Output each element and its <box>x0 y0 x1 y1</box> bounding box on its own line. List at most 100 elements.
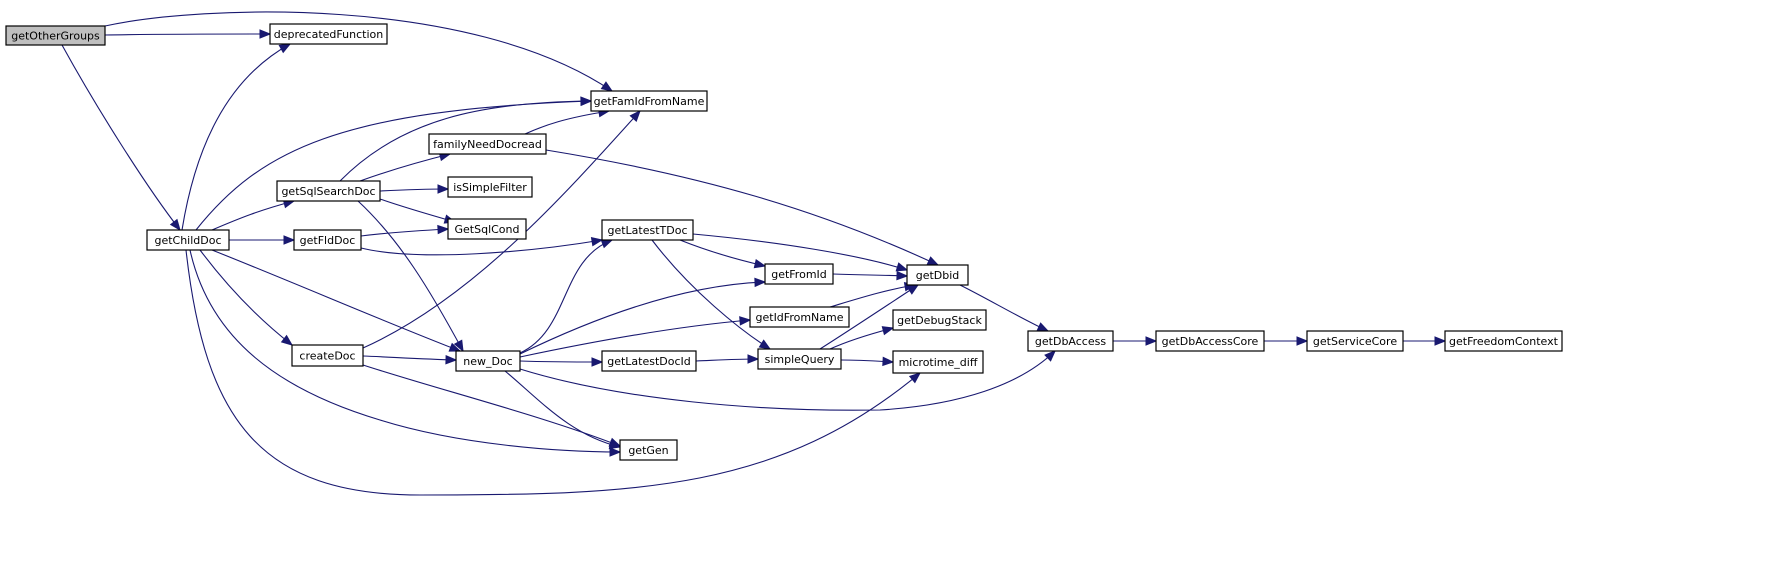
edge-line <box>519 239 613 354</box>
node-isSimpleFilter[interactable]: isSimpleFilter <box>447 176 533 198</box>
edge-simpleQuery-to-microtime_diff <box>840 356 895 367</box>
node-label: getFreedomContext <box>1449 335 1559 348</box>
edge-line <box>357 200 464 352</box>
edge-getChildDoc-to-createDoc <box>199 249 294 346</box>
edge-getFldDoc-to-getLatestTDoc <box>360 237 604 256</box>
edge-line <box>185 249 921 496</box>
node-label: getLatestTDoc <box>607 224 687 237</box>
edge-getChildDoc-to-microtime_diff <box>185 249 922 496</box>
node-getServiceCore[interactable]: getServiceCore <box>1306 330 1404 352</box>
edge-line <box>359 153 451 182</box>
node-getSqlSearchDoc[interactable]: getSqlSearchDoc <box>276 180 381 202</box>
node-box <box>5 25 106 46</box>
edge-line <box>832 273 908 277</box>
arrow-head-icon <box>758 339 772 350</box>
arrow-head-icon <box>283 235 296 245</box>
node-box <box>1027 330 1114 352</box>
node-box <box>428 133 547 155</box>
edge-new_Doc-to-getLatestTDoc <box>519 239 614 354</box>
node-getFamIdFromName[interactable]: getFamIdFromName <box>590 90 708 112</box>
node-label: getLatestDocId <box>607 355 691 368</box>
edge-line <box>189 249 621 453</box>
node-getChildDoc[interactable]: getChildDoc <box>146 229 230 251</box>
arrow-head-icon <box>169 218 181 232</box>
node-getFreedomContext[interactable]: getFreedomContext <box>1444 330 1563 352</box>
node-GetSqlCond[interactable]: GetSqlCond <box>447 218 527 240</box>
edge-createDoc-to-getFamIdFromName <box>362 109 641 349</box>
arrow-head-icon <box>754 277 767 288</box>
node-getDbAccess[interactable]: getDbAccess <box>1027 330 1114 352</box>
node-box <box>590 90 708 112</box>
edge-getSqlSearchDoc-to-GetSqlCond <box>379 198 457 224</box>
node-label: new_Doc <box>463 355 512 368</box>
node-label: getServiceCore <box>1313 335 1397 348</box>
arrow-head-icon <box>629 109 641 122</box>
edge-line <box>379 198 456 223</box>
edge-line <box>651 239 771 350</box>
node-microtime_diff[interactable]: microtime_diff <box>892 350 984 374</box>
edge-getChildDoc-to-getFamIdFromName <box>195 96 593 231</box>
arrow-head-icon <box>753 259 767 269</box>
node-label: GetSqlCond <box>455 223 520 236</box>
node-getDebugStack[interactable]: getDebugStack <box>892 309 987 331</box>
node-box <box>749 306 850 328</box>
edge-getDbAccess-to-getDbAccessCore <box>1112 336 1158 346</box>
edge-getChildDoc-to-deprecatedFunction <box>181 43 292 231</box>
arrow-head-icon <box>896 270 909 281</box>
edge-createDoc-to-getGen <box>362 364 622 447</box>
edge-line <box>211 200 295 231</box>
node-box <box>447 176 533 198</box>
edge-line <box>519 350 1056 411</box>
edge-getDbAccessCore-to-getServiceCore <box>1263 336 1309 346</box>
node-getLatestDocId[interactable]: getLatestDocId <box>601 350 697 372</box>
arrow-head-icon <box>609 447 622 457</box>
edge-getChildDoc-to-getSqlSearchDoc <box>211 199 296 231</box>
edge-new_Doc-to-getIdFromName <box>519 316 752 358</box>
node-label: getGen <box>628 444 668 457</box>
node-box <box>276 180 381 202</box>
node-simpleQuery[interactable]: simpleQuery <box>757 348 842 370</box>
edge-getServiceCore-to-getFreedomContext <box>1402 336 1447 346</box>
edge-getChildDoc-to-getFldDoc <box>229 235 296 245</box>
arrow-head-icon <box>580 96 593 106</box>
edge-line <box>199 249 293 346</box>
edge-getLatestDocId-to-simpleQuery <box>695 354 760 364</box>
node-getFldDoc[interactable]: getFldDoc <box>293 229 362 251</box>
node-deprecatedFunction[interactable]: deprecatedFunction <box>269 23 388 45</box>
arrow-head-icon <box>747 354 760 364</box>
edge-line <box>104 11 613 92</box>
node-getDbid[interactable]: getDbid <box>906 264 969 286</box>
node-label: getSqlSearchDoc <box>281 185 375 198</box>
node-getIdFromName[interactable]: getIdFromName <box>749 306 850 328</box>
node-getDbAccessCore[interactable]: getDbAccessCore <box>1155 330 1265 352</box>
arrow-head-icon <box>895 262 909 272</box>
arrow-head-icon <box>590 237 604 247</box>
node-getGen[interactable]: getGen <box>619 439 678 461</box>
node-getOtherGroups[interactable]: getOtherGroups <box>5 25 106 46</box>
node-box <box>146 229 230 251</box>
edge-getDbid-to-getDbAccess <box>959 284 1050 332</box>
edge-line <box>519 281 766 355</box>
node-box <box>1306 330 1404 352</box>
edge-getFromId-to-getDbid <box>832 270 909 281</box>
arrow-head-icon <box>882 356 895 367</box>
node-familyNeedDocread[interactable]: familyNeedDocread <box>428 133 547 155</box>
node-getFromId[interactable]: getFromId <box>764 263 834 285</box>
node-label: getIdFromName <box>756 311 844 324</box>
node-box <box>447 218 527 240</box>
node-box <box>619 439 678 461</box>
node-getLatestTDoc[interactable]: getLatestTDoc <box>601 219 694 241</box>
node-new_Doc[interactable]: new_Doc <box>455 350 521 372</box>
arrow-head-icon <box>600 239 614 249</box>
arrow-head-icon <box>600 81 614 92</box>
arrow-head-icon <box>259 29 272 39</box>
node-box <box>1155 330 1265 352</box>
node-createDoc[interactable]: createDoc <box>291 344 364 367</box>
edge-getFldDoc-to-GetSqlCond <box>360 224 450 237</box>
node-box <box>269 23 388 45</box>
edge-line <box>819 284 919 350</box>
edge-line <box>692 233 908 271</box>
arrow-head-icon <box>608 439 622 450</box>
edge-getChildDoc-to-new_Doc <box>211 249 462 352</box>
node-label: getFamIdFromName <box>594 95 705 108</box>
